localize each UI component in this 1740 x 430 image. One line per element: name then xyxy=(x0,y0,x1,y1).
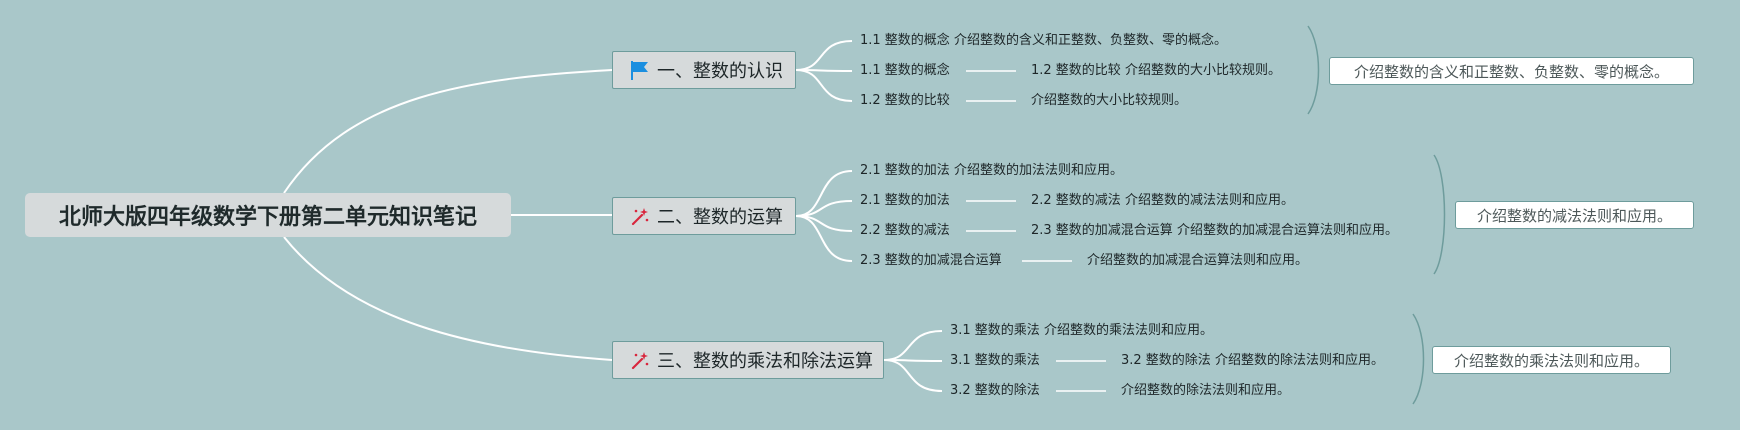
central-topic[interactable]: 北师大版四年级数学下册第二单元知识笔记 xyxy=(25,193,511,237)
subtopic-row-text[interactable]: 2.3 整数的加减混合运算 xyxy=(860,253,1002,268)
main-topic-label: 三、整数的乘法和除法运算 xyxy=(657,351,873,372)
main-topic-integer-operations[interactable]: 二、整数的运算 xyxy=(612,197,796,235)
subtopic-detail-text[interactable]: 介绍整数的除法法则和应用。 xyxy=(1121,383,1291,398)
summary-callout[interactable]: 介绍整数的减法法则和应用。 xyxy=(1455,201,1694,229)
subtopic-detail-text[interactable]: 2.3 整数的加减混合运算 介绍整数的加减混合运算法则和应用。 xyxy=(1031,223,1398,238)
subtopic-detail-text[interactable]: 1.2 整数的比较 介绍整数的大小比较规则。 xyxy=(1031,63,1281,78)
subtopic-row-text[interactable]: 2.1 整数的加法 介绍整数的加法法则和应用。 xyxy=(860,163,1123,178)
subtopic-row-text[interactable]: 1.2 整数的比较 xyxy=(860,93,950,108)
topic-to-subtopic-connector xyxy=(795,69,853,102)
main-topic-integer-concept[interactable]: 一、整数的认识 xyxy=(612,51,796,89)
summary-callout[interactable]: 介绍整数的含义和正整数、负整数、零的概念。 xyxy=(1329,57,1694,85)
topic-to-subtopic-connector xyxy=(795,40,853,71)
subtopic-detail-text[interactable]: 3.2 整数的除法 介绍整数的除法法则和应用。 xyxy=(1121,353,1384,368)
subtopic-row-text[interactable]: 2.1 整数的加法 xyxy=(860,193,950,208)
root-to-topic-connector xyxy=(283,69,613,194)
topic-to-subtopic-connector xyxy=(795,215,853,262)
subtopic-detail-text[interactable]: 介绍整数的大小比较规则。 xyxy=(1031,93,1188,108)
summary-callout[interactable]: 介绍整数的乘法法则和应用。 xyxy=(1432,346,1671,374)
subtopic-row-text[interactable]: 3.1 整数的乘法 介绍整数的乘法法则和应用。 xyxy=(950,323,1213,338)
subtopic-row-text[interactable]: 3.1 整数的乘法 xyxy=(950,353,1040,368)
subtopic-row-text[interactable]: 1.1 整数的概念 xyxy=(860,63,950,78)
topic-to-subtopic-connector xyxy=(883,359,943,392)
summary-bracket xyxy=(1412,313,1425,405)
subtopic-row-text[interactable]: 1.1 整数的概念 介绍整数的含义和正整数、负整数、零的概念。 xyxy=(860,33,1227,48)
subtopic-detail-text[interactable]: 介绍整数的加减混合运算法则和应用。 xyxy=(1087,253,1309,268)
main-topic-label: 二、整数的运算 xyxy=(657,207,783,228)
topic-to-subtopic-connector xyxy=(883,330,943,361)
root-to-topic-connector xyxy=(283,236,613,361)
summary-bracket xyxy=(1433,154,1446,275)
subtopic-row-text[interactable]: 3.2 整数的除法 xyxy=(950,383,1040,398)
flag-icon xyxy=(629,59,651,81)
subtopic-detail-text[interactable]: 2.2 整数的减法 介绍整数的减法法则和应用。 xyxy=(1031,193,1294,208)
summary-bracket xyxy=(1307,25,1320,115)
magic-wand-icon xyxy=(629,349,651,371)
main-topic-multiplication-division[interactable]: 三、整数的乘法和除法运算 xyxy=(612,341,884,379)
subtopic-row-text[interactable]: 2.2 整数的减法 xyxy=(860,223,950,238)
main-topic-label: 一、整数的认识 xyxy=(657,61,783,82)
topic-to-subtopic-connector xyxy=(795,170,853,217)
magic-wand-icon xyxy=(629,205,651,227)
